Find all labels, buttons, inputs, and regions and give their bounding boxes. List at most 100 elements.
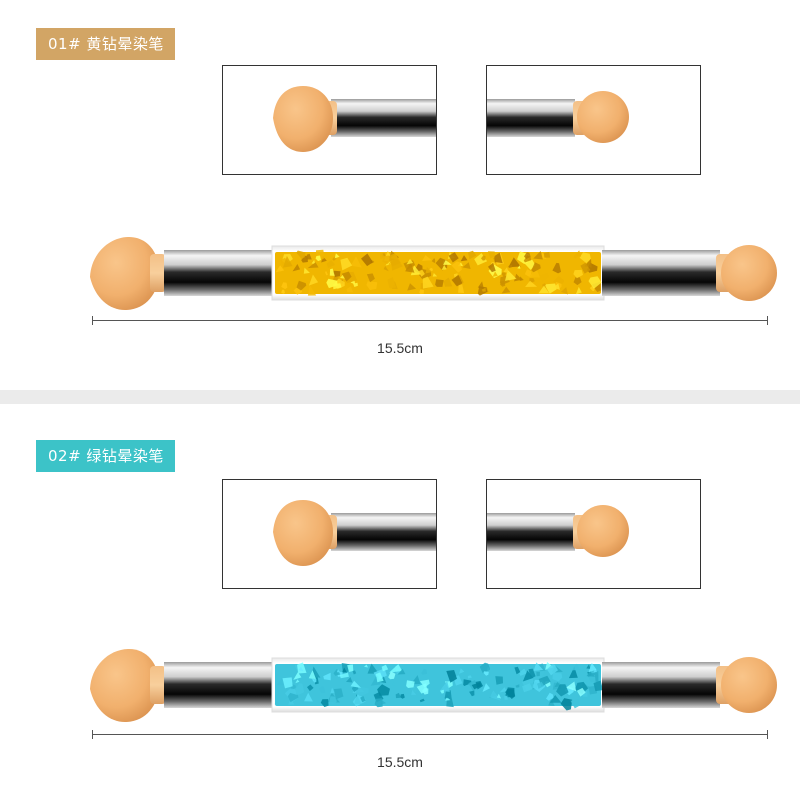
crystal-facet — [440, 689, 444, 694]
crystal-facet — [333, 688, 344, 700]
crystal-facet — [381, 664, 389, 672]
detail-right-sponge — [486, 65, 701, 175]
crystal-facet — [528, 668, 536, 679]
crystal-facet — [496, 693, 502, 699]
crystal-facet — [275, 265, 285, 273]
crystal-facet — [531, 262, 541, 273]
crystal-facet — [281, 282, 288, 290]
crystal-facet — [524, 259, 536, 270]
crystal-facet — [350, 680, 361, 688]
crystal-facet — [469, 690, 475, 697]
crystal-facet — [570, 699, 580, 709]
crystal-facet — [435, 279, 444, 287]
crystal-facet — [580, 262, 591, 274]
crystal-facet — [283, 255, 293, 268]
crystal-facet — [419, 289, 424, 294]
crystal-facet — [524, 252, 531, 259]
crystal-facet — [293, 672, 302, 680]
crystal-facet — [304, 692, 313, 702]
crystal-facet — [538, 285, 550, 294]
crystal-facet — [387, 262, 393, 267]
crystal-facet — [288, 698, 295, 705]
crystal-facet — [576, 687, 586, 697]
crystal-facet — [487, 251, 495, 259]
crystal-facet — [431, 258, 436, 263]
crystal-facet — [432, 273, 438, 277]
crystal-facet — [397, 668, 406, 675]
crystal-facet — [306, 253, 312, 260]
length-label: 15.5cm — [377, 340, 423, 356]
crystal-facet — [501, 286, 511, 294]
crystal-facet — [467, 675, 472, 679]
crystal-facet — [488, 262, 496, 273]
crystal-facet — [471, 682, 482, 690]
crystal-facet — [536, 671, 540, 677]
crystal-facet — [374, 698, 383, 708]
crystal-facet — [573, 277, 582, 286]
crystal-facet — [571, 663, 581, 671]
crystal-facet — [308, 670, 317, 680]
crystal-facet — [346, 677, 353, 683]
crystal-facet — [307, 684, 314, 692]
crystal-facet — [479, 662, 491, 674]
crystal-facet — [367, 663, 379, 674]
crystal-facet — [418, 269, 425, 277]
crystal-facet — [334, 253, 340, 259]
crystal-facet — [351, 686, 359, 692]
crystal-facet — [552, 672, 563, 682]
crystal-facet — [579, 252, 591, 264]
crystal-facet — [508, 264, 513, 268]
crystal-facet — [533, 251, 543, 260]
crystal-facet — [346, 286, 354, 293]
crystal-facet — [370, 676, 381, 686]
crystal-facet — [382, 255, 391, 264]
crystal-facet — [425, 267, 432, 274]
crystal-facet — [458, 284, 465, 293]
crystal-facet — [508, 257, 521, 268]
crystal-facet — [329, 268, 335, 276]
crystal-facet — [406, 680, 415, 688]
crystal-facet — [575, 286, 582, 295]
crystal-facet — [332, 270, 341, 277]
crystal-facet — [296, 280, 307, 291]
crystal-facet — [298, 666, 304, 672]
crystal-facet — [522, 683, 533, 693]
crystal-facet — [342, 667, 347, 673]
crystal-facet — [448, 252, 459, 263]
crystal-facet — [366, 273, 375, 283]
crystal-facet — [360, 696, 366, 703]
crystal-facet — [340, 257, 353, 271]
crystal-facet — [292, 264, 301, 272]
crystal-facet — [312, 678, 317, 683]
crystal-facet — [549, 695, 562, 703]
crystal-facet — [296, 250, 306, 259]
crystal-facet — [352, 670, 357, 675]
crystal-facet — [422, 276, 434, 289]
crystal-facet — [552, 262, 561, 274]
crystal-facet — [307, 285, 317, 296]
crystal-facet — [544, 251, 551, 258]
crystal-facet — [573, 254, 578, 259]
crystal-facet — [274, 700, 280, 706]
crystal-facet — [320, 699, 329, 707]
crystal-facet — [565, 681, 577, 692]
crystal-facet — [303, 267, 310, 274]
crystal-facet — [446, 698, 454, 708]
crystal-facet — [462, 284, 466, 288]
crystal-facet — [387, 277, 396, 289]
crystal-facet — [411, 690, 417, 695]
crystal-facet — [422, 255, 432, 261]
crystal-facet — [546, 692, 554, 701]
length-measure-line — [92, 316, 768, 326]
crystal-facet — [295, 679, 300, 684]
crystal-facet — [297, 662, 307, 674]
detail-right-sponge — [486, 479, 701, 589]
crystal-facet — [395, 692, 401, 699]
crystal-facet — [350, 256, 362, 268]
crystal-facet — [503, 267, 509, 273]
crystal-facet — [499, 687, 507, 693]
crystal-facet — [443, 277, 453, 287]
product-label-tag: 02# 绿钻晕染笔 — [36, 440, 175, 472]
section-divider — [0, 390, 800, 404]
crystal-facet — [330, 687, 335, 694]
